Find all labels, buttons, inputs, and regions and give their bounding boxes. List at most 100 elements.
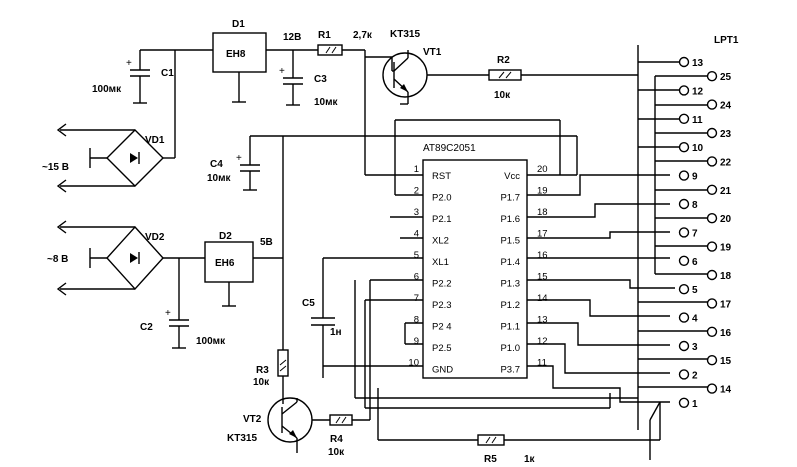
vd2-ref: VD2	[145, 232, 165, 243]
mcu-pin-number: 2	[414, 186, 419, 197]
svg-text:+: +	[126, 58, 132, 69]
r5-ref: R5	[484, 454, 497, 465]
mcu-pin-number: 8	[414, 315, 419, 326]
lpt1-pin-number: 7	[692, 228, 698, 239]
lpt1-pin-contact	[706, 269, 718, 281]
lpt1-pin-contact	[678, 85, 690, 96]
c2-value: 100мк	[196, 336, 226, 347]
net-12v: 12B	[283, 32, 301, 43]
r2-value: 10к	[494, 90, 511, 101]
c1-capacitor: +	[126, 58, 151, 77]
lpt1-pin-number: 12	[692, 86, 704, 97]
vt2-type: KT315	[227, 433, 257, 444]
mcu-pin-number: 12	[537, 336, 548, 347]
mcu-pin-name: P2 4	[432, 322, 452, 333]
mcu-pin-name: P2.3	[432, 300, 452, 311]
mcu-pin-name: P2.2	[432, 279, 452, 290]
mcu-pin-number: 18	[537, 207, 548, 218]
mcu-pin-name: P1.6	[500, 214, 520, 225]
mcu-pin-name: P1.5	[500, 236, 520, 247]
mcu-body	[422, 159, 528, 379]
mcu-left-pin-stubs	[365, 194, 423, 345]
svg-text:+: +	[236, 153, 242, 164]
r4-resistor	[329, 414, 353, 426]
lpt1-pin-number: 2	[692, 370, 698, 381]
lpt1-pin-number: 19	[720, 243, 732, 254]
mcu-pin-number: 15	[537, 272, 548, 283]
vd1-input: ~15 B	[42, 162, 69, 173]
d1-ref: D1	[232, 19, 245, 30]
lpt1-pin-number: 9	[692, 172, 698, 183]
mcu-pin-number: 9	[414, 336, 419, 347]
mcu-pin-number: 13	[537, 315, 548, 326]
lpt1-pin-contact	[706, 212, 718, 224]
lpt1-pin-number: 10	[692, 143, 704, 154]
vt1-ref: VT1	[423, 47, 442, 58]
lpt1-pin-number: 8	[692, 200, 698, 211]
mcu-pin-name: P1.2	[500, 300, 520, 311]
lpt1-connector	[638, 61, 708, 388]
mcu-pin-name: P1.4	[500, 257, 520, 268]
mcu-pin-name: XL2	[432, 236, 449, 247]
lpt1-pin-contact	[706, 99, 718, 110]
c4-ref: C4	[210, 159, 223, 170]
vd2-input: ~8 B	[47, 254, 68, 265]
mcu-pin-name: P1.3	[500, 279, 520, 290]
mcu-pin-number: 7	[414, 293, 419, 304]
mcu-pin-number: 4	[414, 229, 419, 240]
lpt1-pin-number: 22	[720, 157, 732, 168]
lpt1-pin-contact	[678, 170, 690, 181]
c3-capacitor: +	[279, 66, 304, 85]
svg-text:+: +	[279, 66, 285, 77]
mcu-pin-name: P2.1	[432, 214, 452, 225]
lpt1-pin-contact	[706, 383, 718, 394]
mcu-pin-name: P2.0	[432, 193, 452, 204]
lpt1-pin-number: 20	[720, 214, 732, 225]
mcu-pin-name: P3.7	[500, 365, 520, 376]
lpt1-name: LPT1	[714, 35, 739, 46]
r3-ref: R3	[256, 365, 269, 376]
lpt1-pin-contact	[706, 70, 718, 82]
mcu-pin-number: 10	[408, 358, 419, 369]
lpt1-pin-contact	[706, 127, 718, 139]
lpt1-pin-labels: 1325122411231022921820719618517416315214…	[692, 58, 732, 410]
lpt1-pin-contact	[678, 369, 690, 380]
lpt1-pin-contact	[706, 326, 718, 337]
c3-ref: C3	[314, 74, 327, 85]
c4-capacitor: +	[236, 153, 261, 172]
lpt1-pin-number: 18	[720, 271, 732, 282]
lpt1-pin-number: 24	[720, 101, 732, 112]
c1-ref: C1	[161, 68, 174, 79]
d2-ref: D2	[219, 231, 232, 242]
lpt1-pin-number: 21	[720, 186, 732, 197]
lpt1-pin-contact	[706, 241, 718, 252]
r2-resistor	[488, 69, 522, 81]
lpt1-pin-contact	[678, 56, 690, 68]
lpt1-pin-number: 4	[692, 314, 698, 325]
mcu-pin-number: 5	[414, 250, 419, 261]
lpt1-pin-contact	[678, 255, 690, 266]
lpt1-pin-number: 11	[692, 115, 703, 126]
r3-resistor	[277, 349, 289, 377]
lpt1-pin-contact	[706, 156, 718, 167]
mcu-pin-number: 11	[537, 358, 547, 369]
r5-value: 1к	[524, 454, 536, 465]
lpt1-pin-number: 16	[720, 328, 732, 339]
mcu-pin-name: RST	[432, 171, 451, 182]
d1-regulator	[212, 32, 267, 73]
mcu-pin-name: XL1	[432, 257, 449, 268]
svg-text:+: +	[165, 308, 171, 319]
mcu-pin-number: 19	[537, 186, 548, 197]
mcu-pin-number: 20	[537, 164, 548, 175]
r5-resistor	[477, 434, 505, 446]
mcu-right-wiring	[527, 174, 675, 403]
lpt1-pin-contact	[678, 312, 690, 323]
c2-ref: C2	[140, 322, 153, 333]
top-power-wiring	[133, 49, 318, 145]
r2-ref: R2	[497, 55, 510, 66]
c1-value: 100мк	[92, 84, 122, 95]
lpt1-pin-contact	[678, 397, 690, 408]
lpt1-pin-contact	[678, 113, 690, 125]
mcu-pin-number: 6	[414, 272, 419, 283]
r4-ref: R4	[330, 434, 343, 445]
